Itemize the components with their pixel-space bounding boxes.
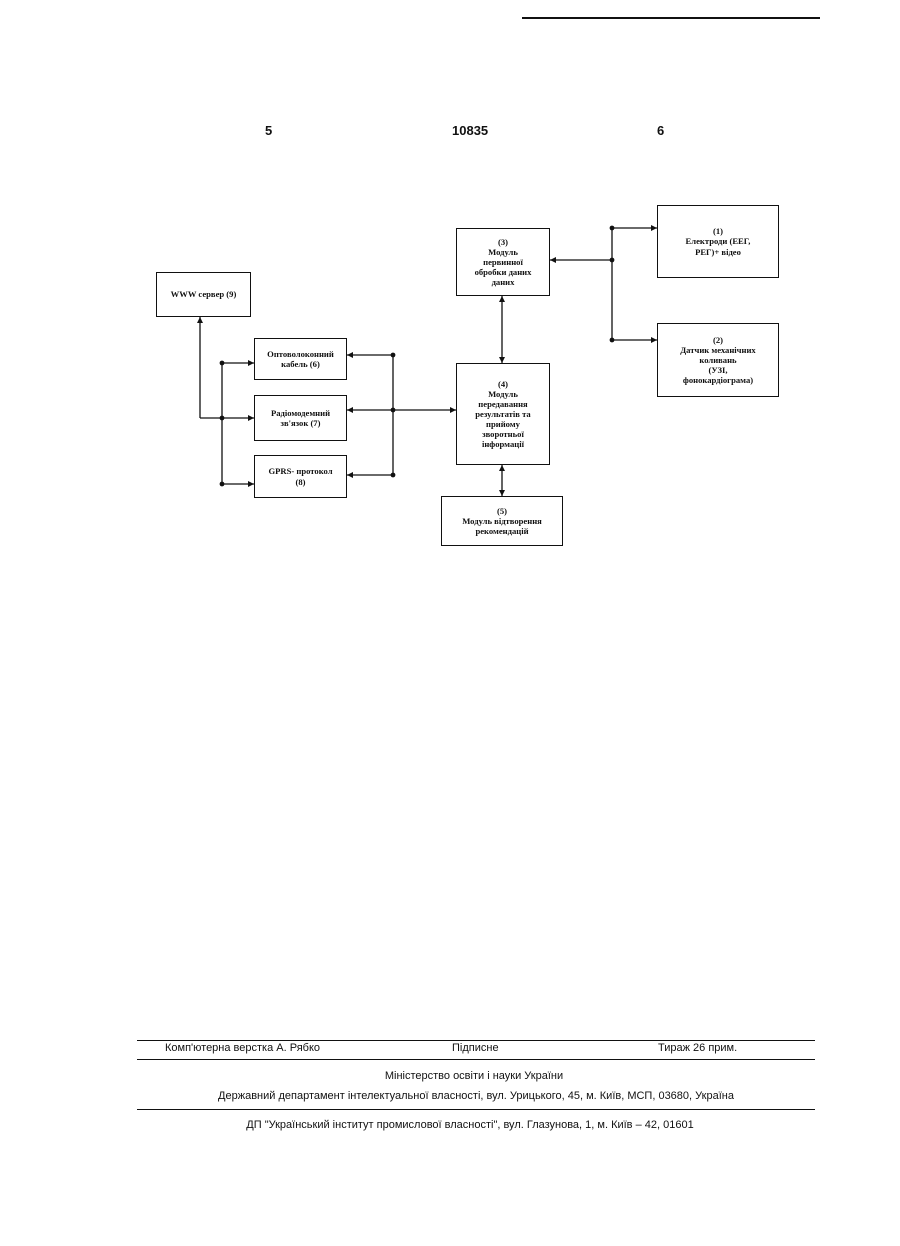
node-radio-modem: Радіомодемний зв'язок (7) <box>254 395 347 441</box>
node-mechanical-sensor: (2) Датчик механічних коливань (УЗІ, фон… <box>657 323 779 397</box>
node-www-server: WWW сервер (9) <box>156 272 251 317</box>
node-electrodes: (1) Електроди (ЕЕГ, РЕГ)+ відео <box>657 205 779 278</box>
node-primary-processing: (3) Модуль первинної обробки даних даних <box>456 228 550 296</box>
node-recommendations: (5) Модуль відтворення рекомендацій <box>441 496 563 546</box>
footer-rule-mid <box>137 1059 815 1060</box>
footer-department: Державний департамент інтелектуальної вл… <box>0 1090 900 1102</box>
footer-circulation: Тираж 26 прим. <box>658 1042 737 1054</box>
footer-layout-credit: Комп'ютерна верстка А. Рябко <box>165 1042 320 1054</box>
footer-ministry: Міністерство освіти і науки України <box>0 1070 900 1082</box>
footer-rule-bottom <box>137 1109 815 1110</box>
node-transmission-module: (4) Модуль передавання результатів та пр… <box>456 363 550 465</box>
footer-institute: ДП "Український інститут промислової вла… <box>0 1119 900 1131</box>
node-gprs: GPRS- протокол (8) <box>254 455 347 498</box>
node-fiber-cable: Оптоволоконний кабель (6) <box>254 338 347 380</box>
footer-signed: Підписне <box>452 1042 499 1054</box>
